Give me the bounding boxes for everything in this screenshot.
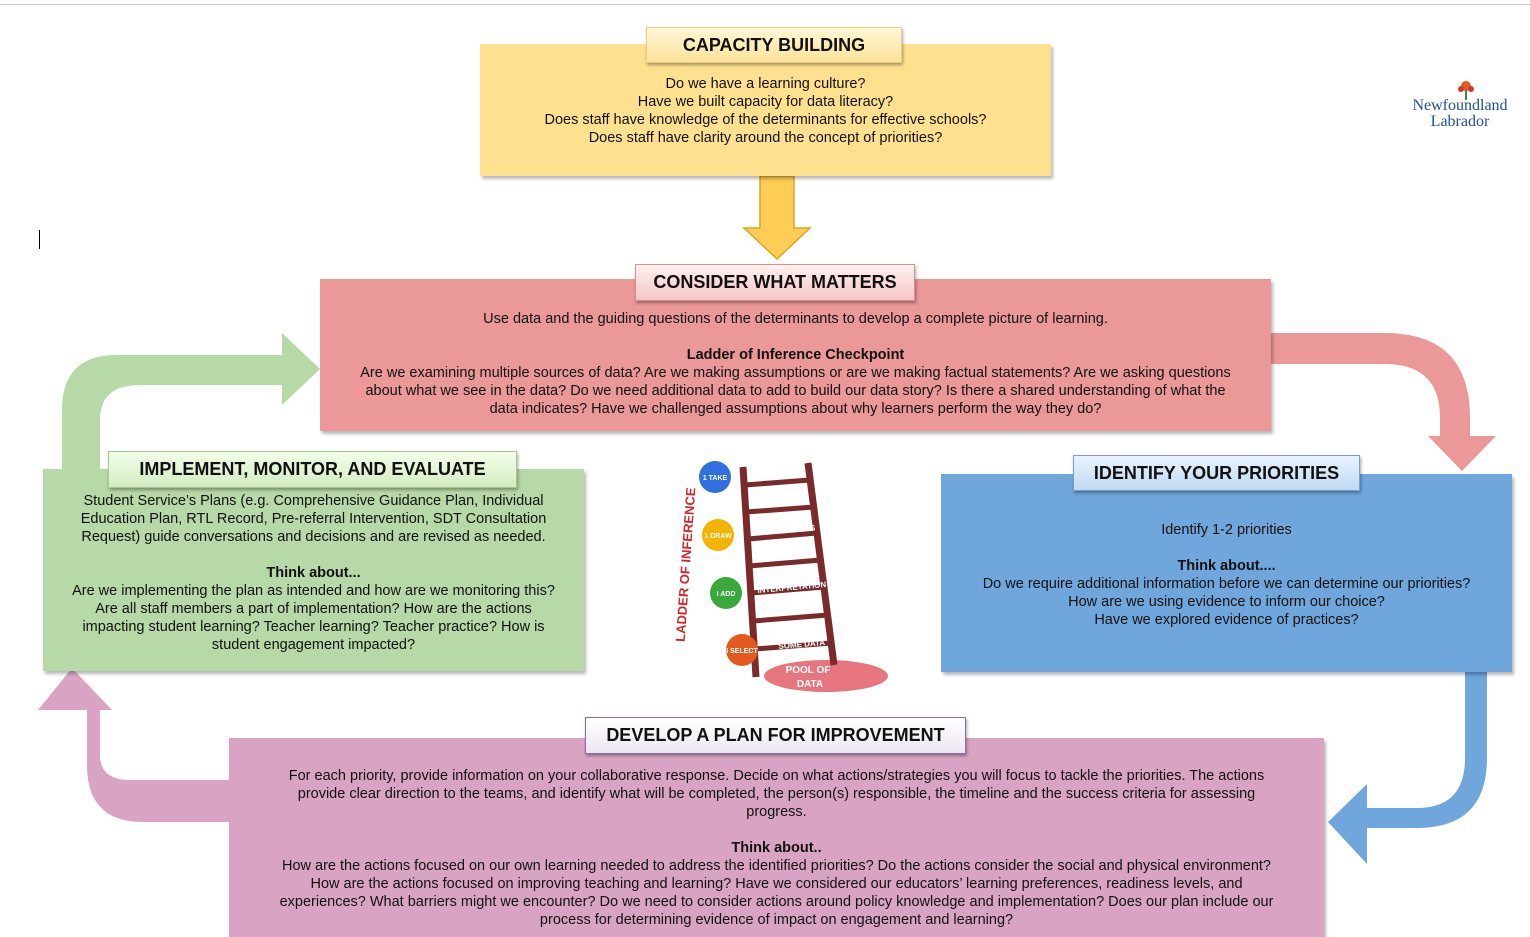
identify-question-line: Have we explored evidence of practices?: [1094, 612, 1359, 628]
implement-intro-line: Request) guide conversations and decisio…: [81, 529, 546, 545]
arrow-implement-to-consider: [62, 333, 320, 469]
capacity-question: Does staff have knowledge of the determi…: [544, 112, 987, 128]
implement-question-line: Are we implementing the plan as intended…: [72, 583, 555, 599]
develop-question-line: experiences? What barriers might we enco…: [279, 894, 1274, 910]
develop-question-line: How are the actions focused on our own l…: [281, 858, 1271, 874]
consider-what-matters-box: Use data and the guiding questions of th…: [320, 279, 1271, 431]
ladder-of-inference-illustration: POOL OF DATA ACTIONS CONCLUSIONS INTERPR…: [673, 461, 888, 692]
develop-intro-line: progress.: [746, 804, 807, 820]
newfoundland-labrador-logo: Newfoundland Labrador: [1404, 78, 1516, 138]
rung-label-some-data: SOME DATA: [778, 638, 826, 651]
develop-intro-line: provide clear direction to the teams, an…: [297, 786, 1256, 802]
ladder-checkpoint-heading: Ladder of Inference Checkpoint: [686, 347, 905, 363]
develop-question-line: process for determining evidence of impa…: [539, 912, 1014, 928]
implement-monitor-evaluate-box: Student Service’s Plans (e.g. Comprehens…: [43, 469, 584, 671]
step-circle-take: [699, 461, 731, 493]
identify-priorities-box: Identify 1-2 priorities Think about.... …: [941, 474, 1512, 672]
step-add: I ADD: [717, 591, 736, 598]
consider-question-line: about what we see in the data? Do we nee…: [365, 383, 1226, 399]
capacity-question: Does staff have clarity around the conce…: [588, 130, 943, 146]
develop-plan-box: For each priority, provide information o…: [229, 738, 1324, 937]
pool-label-line-2: DATA: [797, 679, 823, 690]
capacity-building-box: Do we have a learning culture? Have we b…: [480, 44, 1051, 176]
down-arrow-capacity: [742, 175, 812, 261]
consider-intro: Use data and the guiding questions of th…: [483, 311, 1108, 327]
capacity-question: Have we built capacity for data literacy…: [637, 94, 894, 110]
identify-question-line: Do we require additional information bef…: [982, 576, 1471, 592]
implement-intro-line: Education Plan, RTL Record, Pre-referral…: [80, 511, 547, 527]
pool-label-line-1: POOL OF: [786, 665, 831, 676]
step-circle-draw: [702, 519, 734, 551]
logo-line-2: Labrador: [1430, 113, 1490, 130]
develop-plan-title: DEVELOP A PLAN FOR IMPROVEMENT: [585, 717, 966, 754]
implement-think-heading: Think about...: [266, 565, 361, 581]
arrow-identify-to-develop: [1328, 672, 1487, 864]
implement-question-line: impacting student learning? Teacher lear…: [82, 619, 545, 635]
text-cursor: [39, 230, 40, 249]
identify-question-line: How are we using evidence to inform our …: [1068, 594, 1385, 610]
logo-line-1: Newfoundland: [1412, 97, 1508, 114]
pool-of-data-ellipse: [764, 660, 888, 692]
consider-question-line: data indicates? Have we challenged assum…: [489, 401, 1102, 417]
implement-monitor-evaluate-title: IMPLEMENT, MONITOR, AND EVALUATE: [108, 451, 517, 488]
step-draw: 1 DRAW: [704, 533, 732, 540]
identify-think-heading: Think about....: [1177, 558, 1276, 574]
arrow-develop-to-implement: [38, 668, 229, 822]
step-circle-select: [726, 634, 758, 666]
identify-priorities-title: IDENTIFY YOUR PRIORITIES: [1073, 455, 1360, 491]
step-circle-add: [710, 577, 742, 609]
consider-what-matters-title: CONSIDER WHAT MATTERS: [635, 264, 915, 301]
pitcher-plant-icon: [1458, 81, 1474, 100]
implement-intro-line: Student Service’s Plans (e.g. Comprehens…: [83, 493, 544, 509]
identify-intro: Identify 1-2 priorities: [1161, 522, 1292, 538]
top-divider: [0, 4, 1530, 5]
step-take: 1 TAKE: [703, 475, 728, 482]
arrow-consider-to-identify: [1271, 333, 1496, 471]
ladder-vertical-title: LADDER OF INFERENCE: [673, 487, 699, 643]
implement-question-line: Are all staff members a part of implemen…: [95, 601, 532, 617]
rung-label-interpretation: INTERPRETATION: [757, 580, 827, 595]
capacity-question: Do we have a learning culture?: [665, 76, 866, 92]
rung-label-actions: ACTIONS: [759, 470, 796, 482]
step-select: I SELECT: [726, 648, 758, 655]
develop-intro-line: For each priority, provide information o…: [288, 768, 1265, 784]
capacity-building-title: CAPACITY BUILDING: [646, 27, 902, 63]
implement-question-line: student engagement impacted?: [211, 637, 416, 653]
ladder-right-rail: [804, 462, 838, 666]
develop-question-line: How are the actions focused on improving…: [310, 876, 1243, 892]
consider-question-line: Are we examining multiple sources of dat…: [360, 365, 1231, 381]
develop-think-heading: Think about..: [731, 840, 822, 856]
